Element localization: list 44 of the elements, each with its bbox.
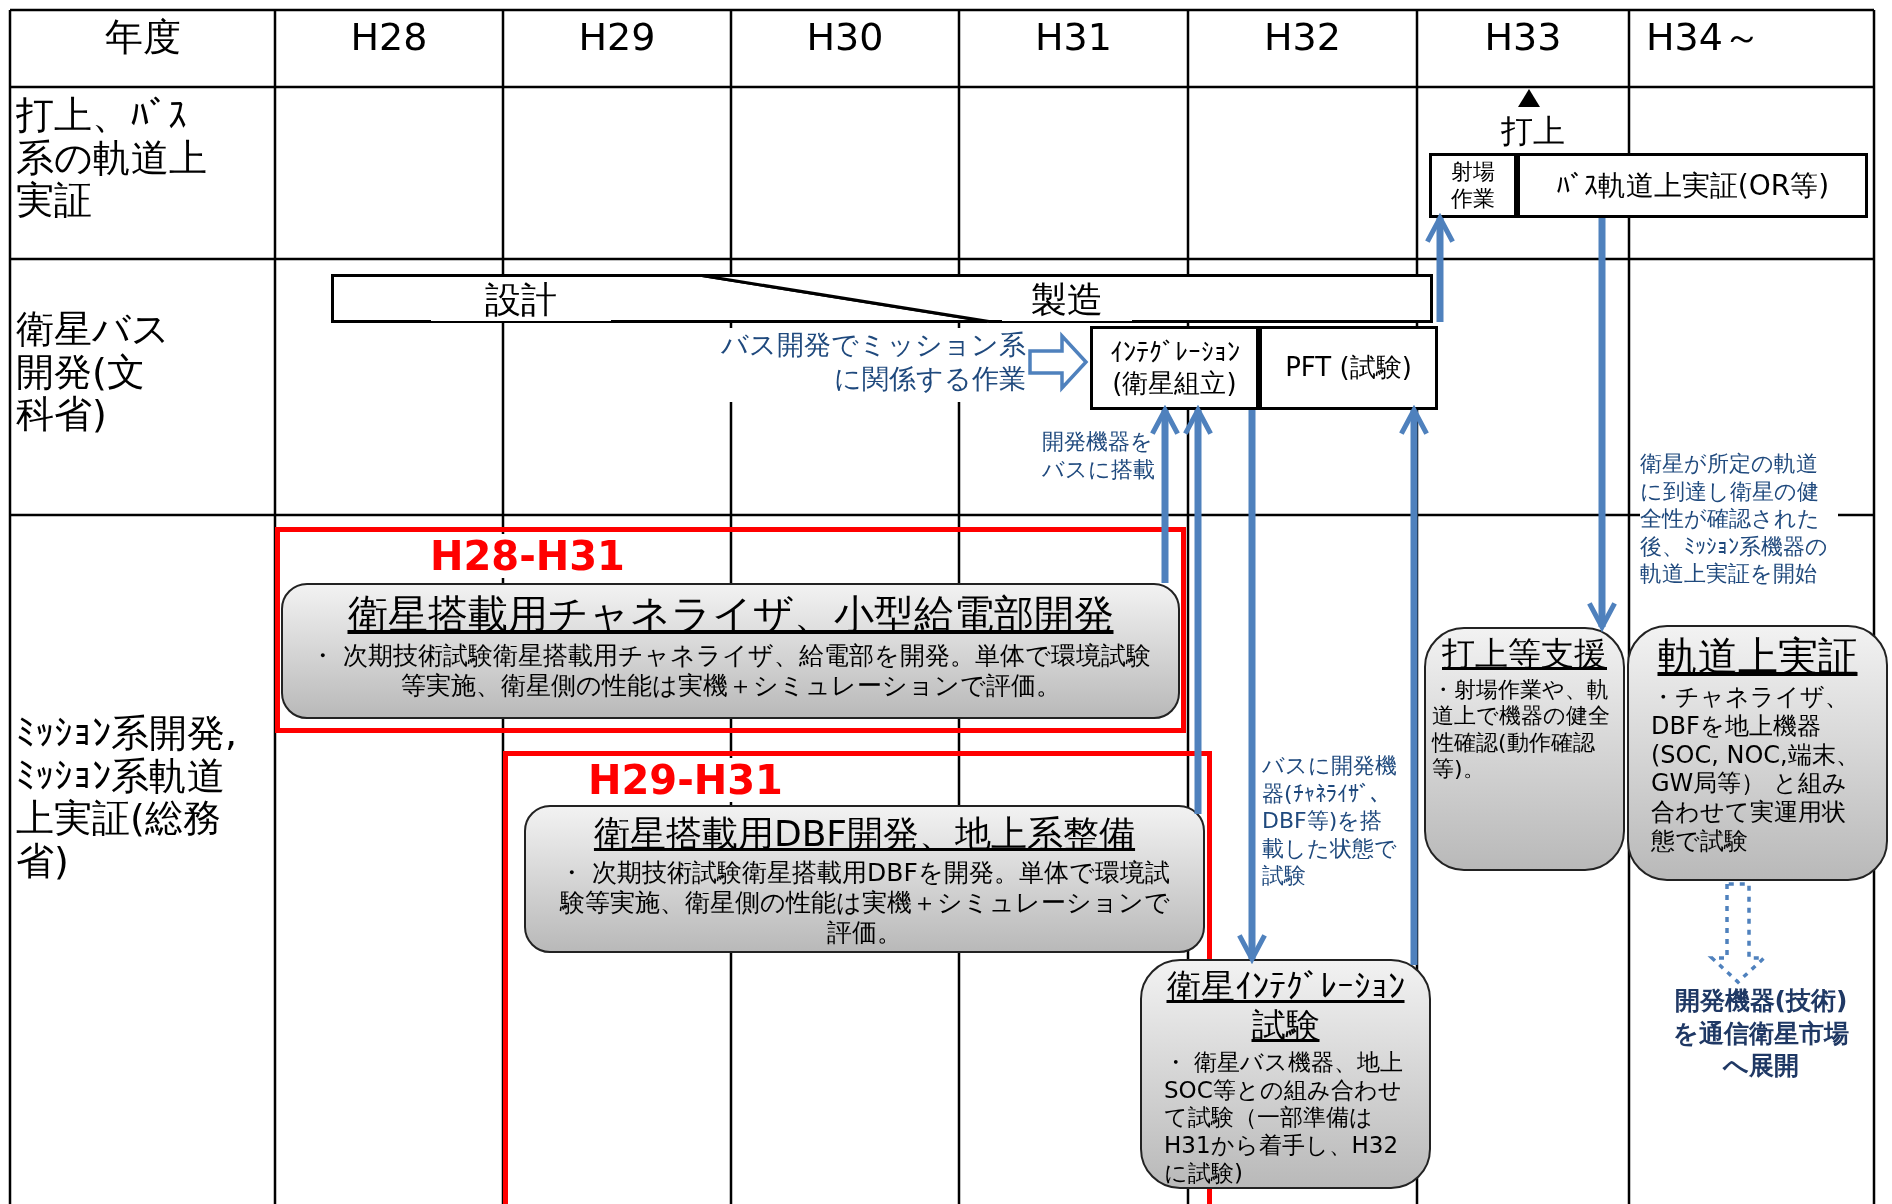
task-title: 打上等支援 <box>1441 635 1608 673</box>
row-header: ﾐｯｼｮﾝ系開発, ﾐｯｼｮﾝ系軌道上実証(総務省) <box>16 712 239 883</box>
phase-bar <box>702 274 1433 323</box>
task-title: 衛星ｲﾝﾃｸﾞﾚｰｼｮﾝ試験 <box>1165 967 1406 1046</box>
task-box <box>524 805 1205 953</box>
row-header: 衛星バス開発(文科省) <box>16 308 171 436</box>
task-text: ・ 次期技術試験衛星搭載用チャネライザ、給電部を開発。単体で環境試験等実施、衛星側の性能は実機＋シミュレーションで評価。 <box>309 641 1152 701</box>
outcome-text: 開発機器(技術)を通信衛星市場へ展開 <box>1662 985 1860 1097</box>
table-header: H30 <box>805 16 885 59</box>
table-header: H32 <box>1263 16 1342 59</box>
task-text: ・ 次期技術試験衛星搭載用DBFを開発。単体で環境試験等実施、衛星側の性能は実機＋シミュレーションで評価。 <box>558 858 1171 949</box>
period-label: H28-H31 <box>430 534 625 578</box>
arrow <box>1586 218 1618 630</box>
table-header: H28 <box>349 16 429 59</box>
task-title: 衛星搭載用チャネライザ、小型給電部開発 <box>346 591 1115 637</box>
task-title: 衛星搭載用DBF開発、地上系整備 <box>592 813 1137 855</box>
arrow <box>1398 407 1430 965</box>
row-header: 打上、ﾊﾞｽ系の軌道上実証 <box>16 94 208 222</box>
table-header: 年度 <box>103 16 182 59</box>
process-box: PFT (試験) <box>1259 326 1438 410</box>
table-header: H33 <box>1483 16 1563 59</box>
arrow <box>1149 407 1181 583</box>
period-frame <box>275 527 1186 733</box>
arrow <box>1182 407 1214 814</box>
edge-label: 衛星が所定の軌道に到達し衛星の健全性が確認された後、ﾐｯｼｮﾝ系機器の軌道上実証を開始 <box>1640 450 1838 588</box>
process-box: ﾊﾞｽ軌道上実証(OR等) <box>1517 153 1868 218</box>
table-header: H31 <box>1034 16 1113 59</box>
task-title: 軌道上実証 <box>1656 633 1859 679</box>
table-header: H34～ <box>1646 16 1762 59</box>
process-box: ｲﾝﾃｸﾞﾚｰｼｮﾝ(衛星組立) <box>1090 326 1259 410</box>
task-box <box>1140 959 1431 1189</box>
task-box <box>1424 627 1625 871</box>
period-label: H29-H31 <box>588 758 783 802</box>
process-box: 射場作業 <box>1429 153 1517 218</box>
task-text: ・チャネライザ、DBFを地上機器(SOC, NOC,端末、GW局等） と組み合わせて実運用状態で試験 <box>1650 683 1861 856</box>
launch-label: 打上 <box>1500 114 1566 150</box>
block-arrow <box>1028 331 1089 393</box>
task-text: ・ 衛星バス機器、地上SOC等との組み合わせて試験（一部準備はH31から着手し、H32に試験) <box>1163 1049 1405 1187</box>
task-text: ・射場作業や、軌道上で機器の健全性確認(動作確認等)。 <box>1432 676 1611 783</box>
arrow <box>1236 410 1268 962</box>
edge-label: 開発機器をバスに搭載 <box>1042 428 1156 483</box>
task-box <box>281 583 1180 719</box>
task-box <box>1627 625 1888 881</box>
table-header: H29 <box>577 16 657 59</box>
